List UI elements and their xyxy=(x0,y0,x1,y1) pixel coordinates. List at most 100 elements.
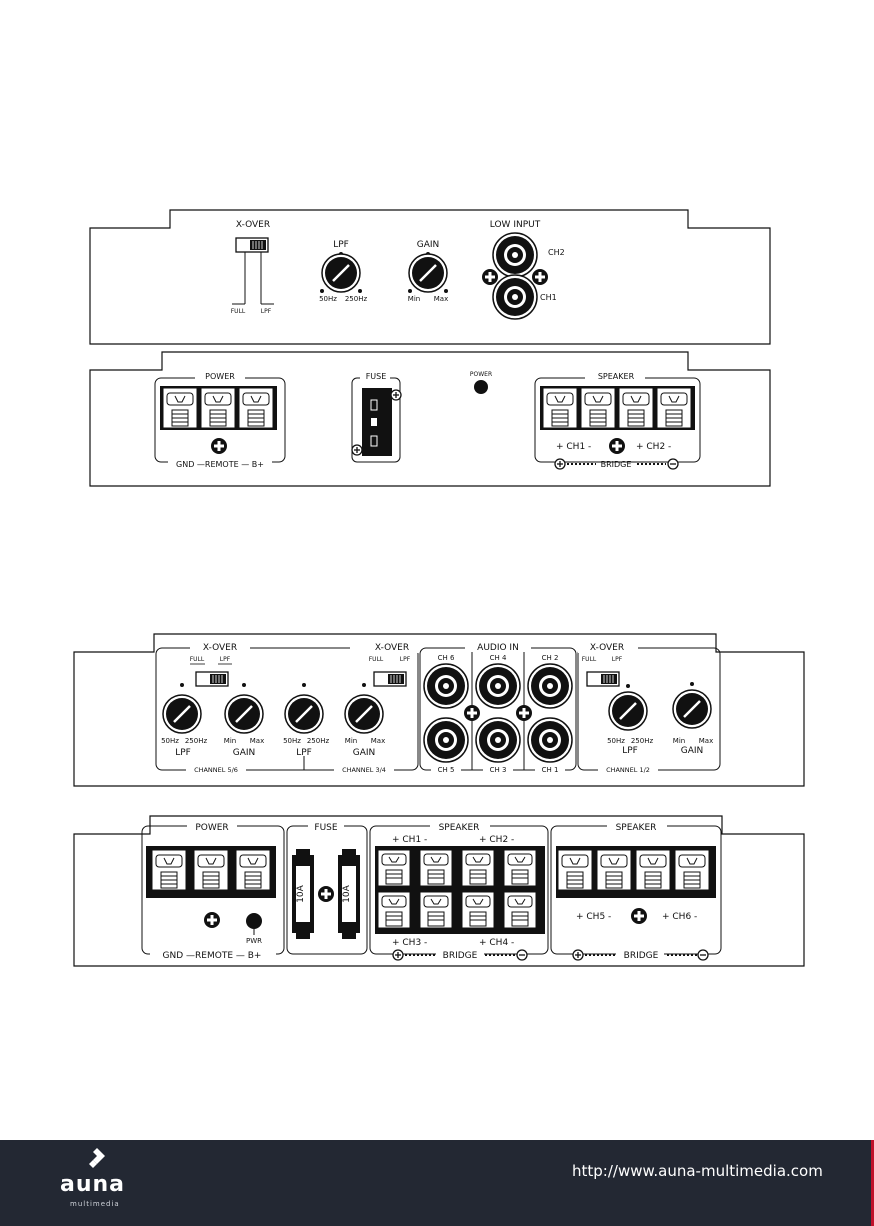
amp2-speaker56-term-1[interactable] xyxy=(557,849,593,891)
amp1-terminal-b-plus[interactable] xyxy=(238,387,274,429)
amp2-speaker-ch6: + CH6 - xyxy=(662,912,697,922)
amp1-power-label: POWER xyxy=(205,372,235,381)
amp1-screw-left-icon xyxy=(482,269,498,285)
amp2-speaker56-term-3[interactable] xyxy=(635,849,671,891)
amp2-ch2-label: CH 2 xyxy=(542,654,559,662)
amp1-xover-switch[interactable] xyxy=(235,237,269,253)
amp1-speaker-terminal-4[interactable] xyxy=(656,387,692,429)
amp1-lpf-min: 50Hz xyxy=(319,295,337,303)
amp2-gain-34-label: GAIN xyxy=(353,748,376,758)
amp2-bridge-14-label: BRIDGE xyxy=(443,951,478,961)
amp2-full-56-label: FULL xyxy=(190,656,205,663)
amp2-lpf-34-max: 250Hz xyxy=(307,737,330,745)
amp2-speaker-term-7[interactable] xyxy=(461,891,495,929)
amp2-lpf-12-knob[interactable] xyxy=(607,690,649,732)
amp1-gain-knob[interactable] xyxy=(407,252,449,294)
amp2-power-screw-icon xyxy=(204,912,220,928)
amp2-lpf-56-min: 50Hz xyxy=(161,737,179,745)
amp1-speaker-ch1: + CH1 - xyxy=(556,442,591,452)
amp2-front-panel: X-OVER FULL LPF X-OVER FULL LPF 50Hz 250… xyxy=(73,633,805,787)
amp2-rca-ch6[interactable] xyxy=(423,663,469,709)
footer-bar: auna multimedia http://www.auna-multimed… xyxy=(0,1140,874,1226)
amp2-speaker-term-4[interactable] xyxy=(503,849,537,887)
amp2-speaker-ch1: + CH1 - xyxy=(392,835,427,845)
amp2-fuse-right[interactable]: 10A xyxy=(338,849,360,939)
amp2-lpf-34-label: LPF xyxy=(296,748,312,758)
amp2-gain-12-label: GAIN xyxy=(681,746,704,756)
amp2-audio-screw-right-icon xyxy=(516,705,532,721)
amp2-xover-56-switch[interactable] xyxy=(195,671,229,687)
amp2-gain-12-max: Max xyxy=(699,737,713,745)
amp2-gain-56-min: Min xyxy=(224,737,236,745)
amp1-speaker-terminal-3[interactable] xyxy=(618,387,654,429)
amp2-fuse-left-value: 10A xyxy=(296,884,306,902)
amp2-lpf-12-min: 50Hz xyxy=(607,737,625,745)
amp1-speaker-terminal-1[interactable] xyxy=(542,387,578,429)
amp2-speaker-term-6[interactable] xyxy=(419,891,453,929)
amp2-gain-34-knob[interactable] xyxy=(343,693,385,735)
amp2-pwr-led xyxy=(246,913,262,929)
amp2-rca-ch3[interactable] xyxy=(475,717,521,763)
amp1-rca-ch1[interactable] xyxy=(492,274,538,320)
amp2-speaker56-term-2[interactable] xyxy=(596,849,632,891)
amp2-speaker-term-2[interactable] xyxy=(419,849,453,887)
amp1-terminal-remote[interactable] xyxy=(200,387,236,429)
amp2-speaker56-term-4[interactable] xyxy=(674,849,710,891)
amp1-gain-min: Min xyxy=(408,295,420,303)
amp2-ch5-label: CH 5 xyxy=(438,766,455,774)
amp2-terminal-gnd[interactable] xyxy=(151,849,187,891)
amp2-gain-34-max: Max xyxy=(371,737,385,745)
amp2-gain-12-knob[interactable] xyxy=(671,688,713,730)
amp2-ch4-label: CH 4 xyxy=(490,654,507,662)
amp2-speaker-term-3[interactable] xyxy=(461,849,495,887)
amp2-terminal-remote[interactable] xyxy=(193,849,229,891)
amp2-xover-34-label: X-OVER xyxy=(375,643,409,653)
amp1-rca-ch2[interactable] xyxy=(492,232,538,278)
amp2-rca-ch5[interactable] xyxy=(423,717,469,763)
amp2-bridge-56-label: BRIDGE xyxy=(624,951,659,961)
amp1-lpf-label: LPF xyxy=(333,240,349,250)
amp2-full-34-label: FULL xyxy=(369,656,384,663)
logo-text: auna xyxy=(60,1172,126,1197)
amp2-speaker-56-label: SPEAKER xyxy=(616,823,657,833)
amp2-fuse-right-value: 10A xyxy=(342,884,352,902)
amp2-rca-ch1[interactable] xyxy=(527,717,573,763)
amp1-fuse-screw-bottom-icon xyxy=(351,444,363,456)
amp1-terminal-gnd[interactable] xyxy=(162,387,198,429)
amp2-speaker56-screw-icon xyxy=(631,908,647,924)
amp2-power-label: POWER xyxy=(195,823,228,833)
amp2-xover-12-switch[interactable] xyxy=(586,671,620,687)
amp2-gain-56-knob[interactable] xyxy=(223,693,265,735)
amp1-speaker-terminal-2[interactable] xyxy=(580,387,616,429)
amp2-rca-ch2[interactable] xyxy=(527,663,573,709)
amp2-fuse-screw-icon xyxy=(318,886,334,902)
amp2-speaker-term-8[interactable] xyxy=(503,891,537,929)
amp2-audio-screw-left-icon xyxy=(464,705,480,721)
amp1-rear-panel: POWER GND —REMOTE — B+ FUSE POWER SPEAKE… xyxy=(89,351,771,487)
amp2-gain-56-max: Max xyxy=(250,737,264,745)
amp1-gain-label: GAIN xyxy=(417,240,440,250)
website-link[interactable]: http://www.auna-multimedia.com xyxy=(572,1162,823,1180)
amp2-speaker-ch4: + CH4 - xyxy=(479,938,514,948)
amp2-gain-56-label: GAIN xyxy=(233,748,256,758)
amp2-pwr-label: PWR xyxy=(246,937,262,945)
amp2-fuse-left[interactable]: 10A xyxy=(292,849,314,939)
amp1-ch1-label: CH1 xyxy=(540,293,557,302)
amp2-lpf-56-knob[interactable] xyxy=(161,693,203,735)
amp1-full-label: FULL xyxy=(231,308,246,315)
amp2-rca-ch4[interactable] xyxy=(475,663,521,709)
amp1-lpf-knob[interactable] xyxy=(320,252,362,294)
amp2-speaker-term-5[interactable] xyxy=(377,891,411,929)
amp2-speaker-term-1[interactable] xyxy=(377,849,411,887)
amp1-power-screw-icon xyxy=(211,438,227,454)
amp1-speaker-screw-icon xyxy=(609,438,625,454)
amp2-lpf-34-knob[interactable] xyxy=(283,693,325,735)
amp2-xover-34-switch[interactable] xyxy=(373,671,407,687)
amp1-power-led-label: POWER xyxy=(470,371,492,378)
logo-subtext: multimedia xyxy=(70,1200,120,1208)
amp2-lpf-12-label: LPF xyxy=(622,746,638,756)
auna-logo-icon xyxy=(89,1148,105,1168)
amp2-terminal-b-plus[interactable] xyxy=(235,849,271,891)
amp2-speaker-ch5: + CH5 - xyxy=(576,912,611,922)
amp1-fuse-screw-top-icon xyxy=(390,389,402,401)
